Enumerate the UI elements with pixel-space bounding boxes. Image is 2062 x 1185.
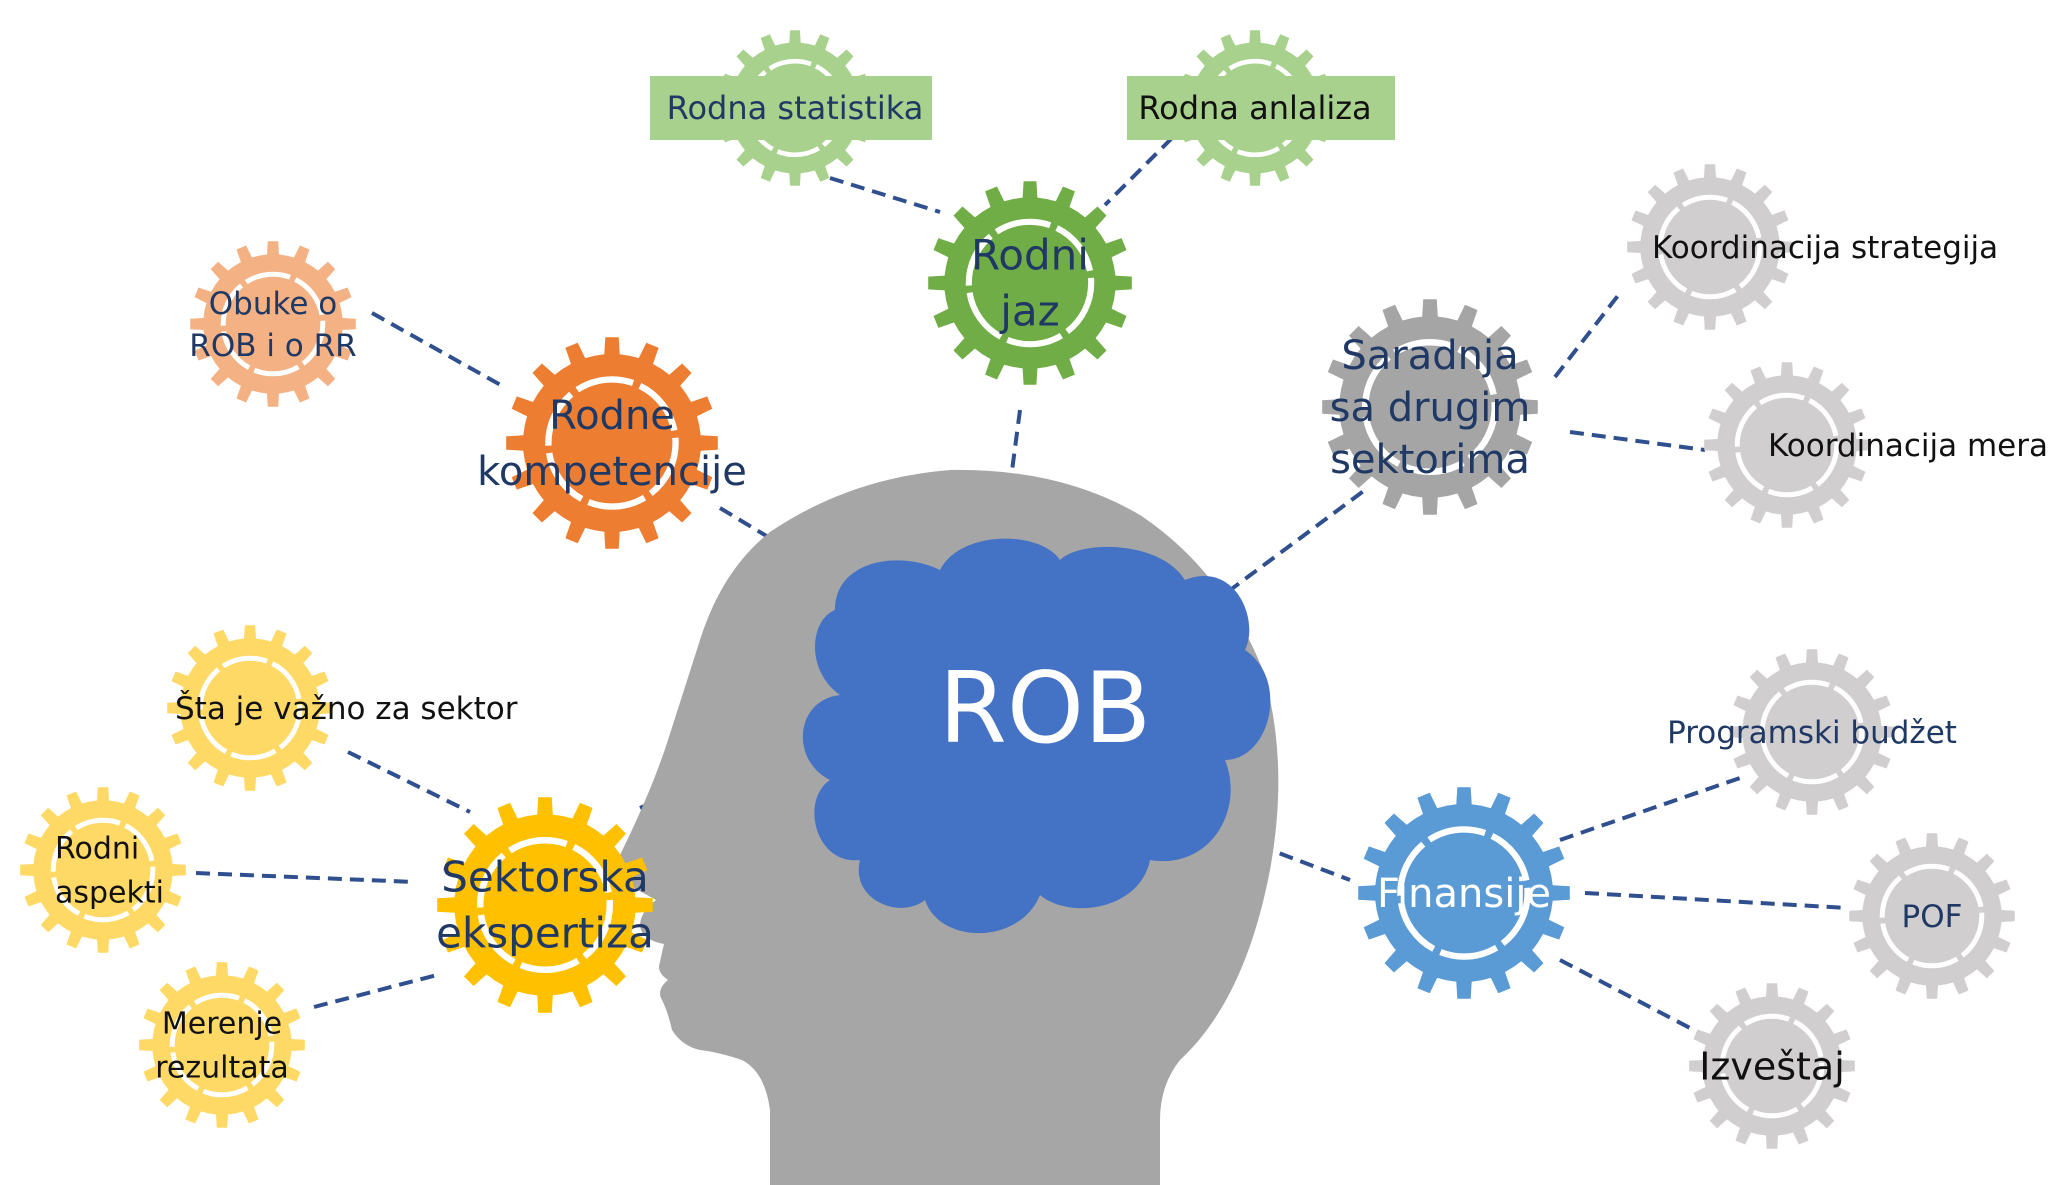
gear-koordinacija-strategija: Koordinacija strategija <box>1627 164 1998 330</box>
gear-inner-ring <box>965 218 1095 348</box>
gear-label: Koordinacija mera <box>1768 428 2048 464</box>
gear-label: rezultata <box>155 1051 289 1086</box>
gear-label: Rodni <box>971 231 1089 280</box>
gear-label: jaz <box>999 287 1059 336</box>
gear-label: Šta je važno za sektor <box>175 690 518 727</box>
gear-label: ROB i o RR <box>189 328 356 364</box>
gear-inner-ring <box>1361 338 1499 476</box>
gear-izvestaj: Izveštaj <box>1689 983 1855 1149</box>
gear-inner-ring <box>197 655 303 761</box>
gear-label: Finansije <box>1377 871 1551 917</box>
label-box <box>650 76 932 140</box>
gear-label: Saradnja <box>1341 333 1518 379</box>
gear-label: sa drugim <box>1330 385 1531 431</box>
connector-line <box>347 750 471 814</box>
gear-label: Obuke o <box>209 286 337 322</box>
gear-icon <box>20 787 186 953</box>
gear-pof: POF <box>1849 833 2015 999</box>
gear-inner-ring <box>1734 392 1840 498</box>
gear-finansije: Finansije <box>1358 787 1570 999</box>
gear-label: Rodna statistika <box>667 89 924 127</box>
gear-programski-budzet: Programski budžet <box>1667 649 1957 815</box>
gear-icon <box>437 797 653 1013</box>
gear-icon <box>1689 983 1855 1149</box>
connector-line <box>1569 430 1706 452</box>
gear-label: aspekti <box>55 876 164 911</box>
label-box <box>1127 76 1395 140</box>
gear-icon <box>139 962 305 1128</box>
gear-inner-ring <box>169 992 275 1098</box>
gear-label: Merenje <box>162 1007 282 1042</box>
connector-line <box>313 973 438 1009</box>
gear-label: Izveštaj <box>1699 1044 1845 1088</box>
gear-icon <box>1358 787 1570 999</box>
gear-icon <box>190 241 356 407</box>
gear-label: POF <box>1902 899 1963 935</box>
gear-inner-ring <box>545 376 679 510</box>
connector-line <box>829 176 941 214</box>
gear-inner-ring <box>1759 679 1865 785</box>
connector-line <box>195 871 416 884</box>
gear-obuke: Obuke o ROB i o RR <box>189 241 357 407</box>
gear-label: kompetencije <box>477 449 747 495</box>
gear-label: Rodna anlaliza <box>1138 89 1371 127</box>
gear-icon <box>506 337 718 549</box>
connector-line <box>1559 958 1691 1030</box>
gear-label: Koordinacija strategija <box>1652 230 1998 266</box>
gear-rodni-aspekti: Rodni aspekti <box>20 787 186 953</box>
gear-inner-ring <box>50 817 156 923</box>
connector-line <box>1103 136 1174 207</box>
connector-line <box>1553 291 1622 379</box>
gear-merenje-rezultata: Merenje rezultata <box>139 962 305 1128</box>
gear-icon <box>1849 833 2015 999</box>
connector-line <box>371 311 507 390</box>
gear-label: Sektorska <box>441 853 648 902</box>
gear-inner-ring <box>1719 1013 1825 1119</box>
gear-label: Rodne <box>549 393 675 439</box>
gear-koordinacija-mera: Koordinacija mera <box>1704 362 2048 528</box>
gear-rodna-analiza: Rodna anlaliza <box>1127 30 1395 186</box>
gear-icon <box>928 181 1132 385</box>
brain-cloud <box>802 538 1271 934</box>
gear-label: Rodni <box>55 832 139 867</box>
gear-icon <box>1729 649 1895 815</box>
gear-icon <box>167 625 333 791</box>
gear-label: ekspertiza <box>436 909 654 958</box>
gear-inner-ring <box>1657 194 1763 300</box>
gear-inner-ring <box>1397 826 1531 960</box>
gear-sta-je-vazno: Šta je važno za sektor <box>167 625 518 791</box>
gear-rodna-statistika: Rodna statistika <box>650 30 932 186</box>
gear-inner-ring <box>220 271 326 377</box>
gear-icon <box>1322 299 1538 515</box>
center-label: ROB <box>939 652 1151 766</box>
gear-rodne-kompetencije: Rodne kompetencije <box>477 337 747 549</box>
gear-label: sektorima <box>1330 437 1530 483</box>
gear-icon <box>1704 362 1870 528</box>
gear-icon <box>1627 164 1793 330</box>
gear-sektorska-ekspertiza: Sektorska ekspertiza <box>436 797 654 1013</box>
gear-inner-ring <box>1879 863 1985 969</box>
connector-line <box>1208 488 1367 607</box>
connector-line <box>1584 891 1849 910</box>
gear-inner-ring <box>476 836 614 974</box>
gear-saradnja: Saradnja sa drugim sektorima <box>1322 299 1538 515</box>
gear-group: Rodni jaz Rodna statistika Rodna anlalizaRo… <box>20 30 2048 1149</box>
connector-line <box>1559 776 1741 842</box>
gear-rodni-jaz: Rodni jaz <box>928 181 1132 385</box>
gear-label: Programski budžet <box>1667 715 1957 751</box>
